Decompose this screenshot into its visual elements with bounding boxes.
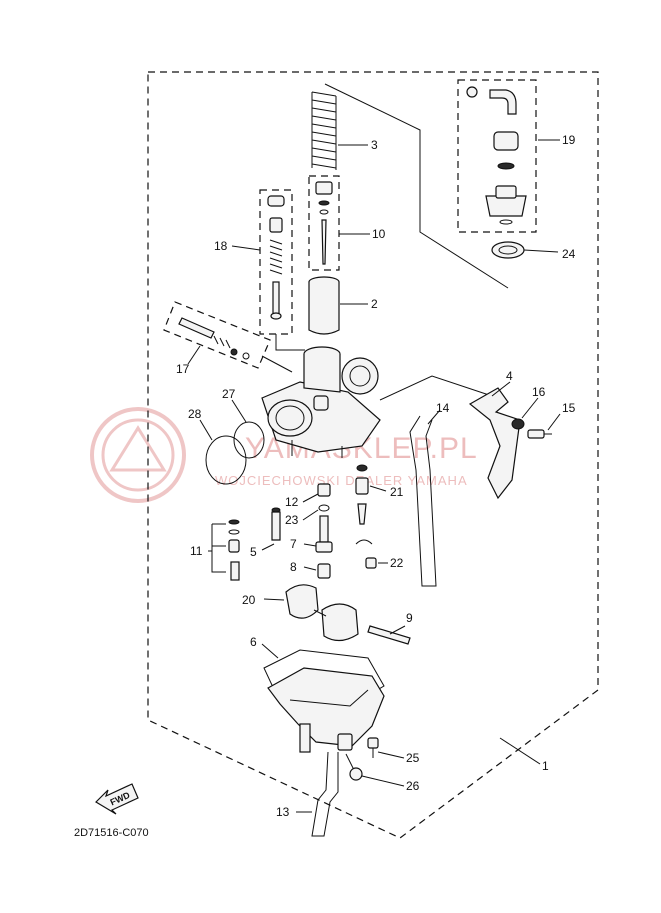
group-box-19 xyxy=(457,79,537,233)
washer-part-16 xyxy=(511,418,525,430)
needle-part-10 xyxy=(315,181,333,265)
callout-11: 11 xyxy=(190,544,203,558)
watermark-logo-inner xyxy=(101,418,175,492)
connector-18 xyxy=(275,334,305,351)
bracket-part-4 xyxy=(468,387,521,500)
callout-6: 6 xyxy=(250,635,257,649)
jet-part-21 xyxy=(355,464,369,525)
pilot-jet-part-5 xyxy=(271,507,281,541)
callout-17: 17 xyxy=(176,362,190,376)
callout-27: 27 xyxy=(222,387,236,401)
callout-13: 13 xyxy=(276,805,290,819)
callout-4: 4 xyxy=(506,369,513,383)
callout-20: 20 xyxy=(242,593,256,607)
air-screw-part-17 xyxy=(178,317,250,360)
carburetor-body xyxy=(261,346,381,458)
connector-17 xyxy=(261,355,293,373)
callout-28: 28 xyxy=(188,407,202,421)
main-jet-part-8 xyxy=(317,563,331,579)
callout-8: 8 xyxy=(290,560,297,574)
callout-1: 1 xyxy=(542,759,549,773)
callout-5: 5 xyxy=(250,545,257,559)
callout-10: 10 xyxy=(372,227,386,241)
group-box-17 xyxy=(163,301,271,369)
o-ring-part-27 xyxy=(233,421,265,459)
connector-3-24 xyxy=(324,83,509,289)
watermark-subtitle: WOJCIECHOWSKI DEALER YAMAHA xyxy=(215,473,468,488)
spring-part-3 xyxy=(311,91,337,170)
needle-jet-part-7 xyxy=(315,515,333,553)
screw-part-25 xyxy=(367,737,379,758)
diagram-code: 2D71516-C070 xyxy=(74,827,149,839)
group-box-10 xyxy=(308,175,340,271)
starter-plunger-part-18 xyxy=(267,195,285,320)
drain-hose-part-13 xyxy=(311,751,339,837)
screw-part-15 xyxy=(527,429,552,439)
fwd-arrow: FWD xyxy=(95,783,139,815)
float-part-20 xyxy=(285,584,359,642)
watermark-logo-mark xyxy=(109,425,167,472)
callout-3: 3 xyxy=(371,138,378,152)
callout-21: 21 xyxy=(390,485,404,499)
o-ring-part-23 xyxy=(318,504,330,512)
callout-numbers: 1 2 3 4 5 6 7 8 9 10 11 12 13 14 15 16 1… xyxy=(176,133,576,819)
callout-22: 22 xyxy=(390,556,404,570)
assembly-boundary xyxy=(147,71,599,839)
callout-2: 2 xyxy=(371,297,378,311)
float-pin-part-9 xyxy=(367,625,411,645)
callout-leaders xyxy=(187,139,561,813)
callout-26: 26 xyxy=(406,779,420,793)
screw-part-22 xyxy=(365,557,377,569)
pilot-screw-part-11 xyxy=(211,519,240,581)
jet-part-12 xyxy=(317,483,331,497)
connector-14 xyxy=(379,375,493,401)
cable-cap-part-19 xyxy=(466,86,527,225)
callout-14: 14 xyxy=(436,401,450,415)
callout-16: 16 xyxy=(532,385,546,399)
clip-part-22 xyxy=(355,539,373,545)
throttle-valve-part-2 xyxy=(308,276,340,335)
washer-part-24 xyxy=(491,241,525,259)
float-chamber xyxy=(267,667,385,753)
callout-19: 19 xyxy=(562,133,576,147)
drain-screw-part-26 xyxy=(345,753,363,781)
callout-18: 18 xyxy=(214,239,228,253)
watermark-logo-ring xyxy=(90,407,186,503)
callout-9: 9 xyxy=(406,611,413,625)
callout-24: 24 xyxy=(562,247,576,261)
o-ring-part-28 xyxy=(205,435,247,485)
callout-25: 25 xyxy=(406,751,420,765)
callout-7: 7 xyxy=(290,537,297,551)
callout-23: 23 xyxy=(285,513,299,527)
callout-15: 15 xyxy=(562,401,576,415)
hose-part-14 xyxy=(409,415,437,587)
callout-12: 12 xyxy=(285,495,299,509)
